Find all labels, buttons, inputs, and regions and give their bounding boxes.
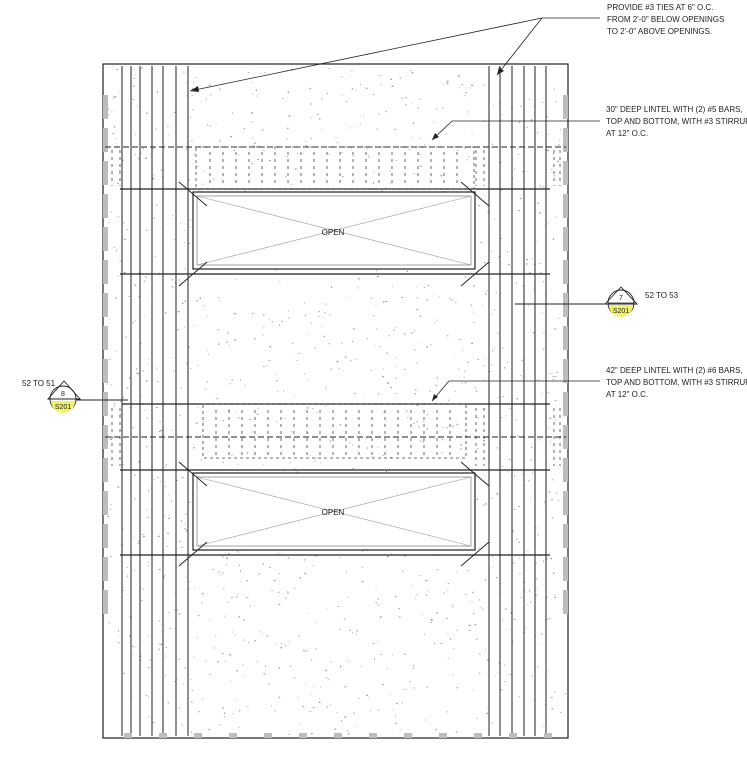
wall-outline	[102, 63, 569, 739]
section-left-highlight	[51, 401, 75, 413]
section-right-number: 7	[619, 295, 623, 302]
lower-lintel-note-line-2: TOP AND BOTTOM, WITH #3 STIRRUPS	[606, 378, 747, 387]
upper-opening-label: OPEN	[322, 228, 345, 237]
section-left-range: 52 TO 51	[22, 379, 56, 388]
lower-lintel	[105, 403, 566, 471]
ties-note-line-1: PROVIDE #3 TIES AT 6" O.C.	[607, 3, 713, 12]
ties-note: PROVIDE #3 TIES AT 6" O.C. FROM 2'-0" BE…	[189, 3, 724, 92]
section-marker-left: 8 S201 52 TO 51	[22, 379, 128, 413]
lower-lintel-note-line-3: AT 12" O.C.	[606, 390, 648, 399]
upper-lintel-note-line-1: 30" DEEP LINTEL WITH (2) #5 BARS,	[606, 105, 743, 114]
ties-note-line-3: TO 2'-0" ABOVE OPENINGS.	[607, 27, 712, 36]
upper-lintel	[105, 146, 566, 190]
section-left-number: 8	[61, 391, 65, 398]
section-right-highlight	[609, 305, 633, 317]
upper-lintel-note-line-2: TOP AND BOTTOM, WITH #3 STIRRUPS	[606, 117, 747, 126]
right-vertical-bars	[488, 66, 547, 736]
section-right-range: 52 TO 53	[645, 291, 679, 300]
upper-opening: OPEN	[120, 181, 550, 287]
section-right-sheet: S201	[613, 308, 629, 315]
left-vertical-bars	[121, 66, 189, 736]
concrete-stipple	[106, 67, 567, 736]
ties-note-line-2: FROM 2'-0" BELOW OPENINGS	[607, 15, 724, 24]
lower-opening: OPEN	[120, 461, 550, 567]
bottom-block-hatch	[124, 733, 552, 738]
section-left-sheet: S201	[55, 404, 71, 411]
lower-lintel-note-line-1: 42" DEEP LINTEL WITH (2) #6 BARS,	[606, 366, 743, 375]
lower-opening-label: OPEN	[322, 508, 345, 517]
upper-lintel-note: 30" DEEP LINTEL WITH (2) #5 BARS, TOP AN…	[431, 105, 747, 141]
edge-block-hatch	[103, 95, 568, 614]
lower-lintel-note: 42" DEEP LINTEL WITH (2) #6 BARS, TOP AN…	[431, 366, 747, 402]
section-marker-right: 7 S201 52 TO 53	[515, 286, 679, 317]
upper-lintel-note-line-3: AT 12" O.C.	[606, 129, 648, 138]
